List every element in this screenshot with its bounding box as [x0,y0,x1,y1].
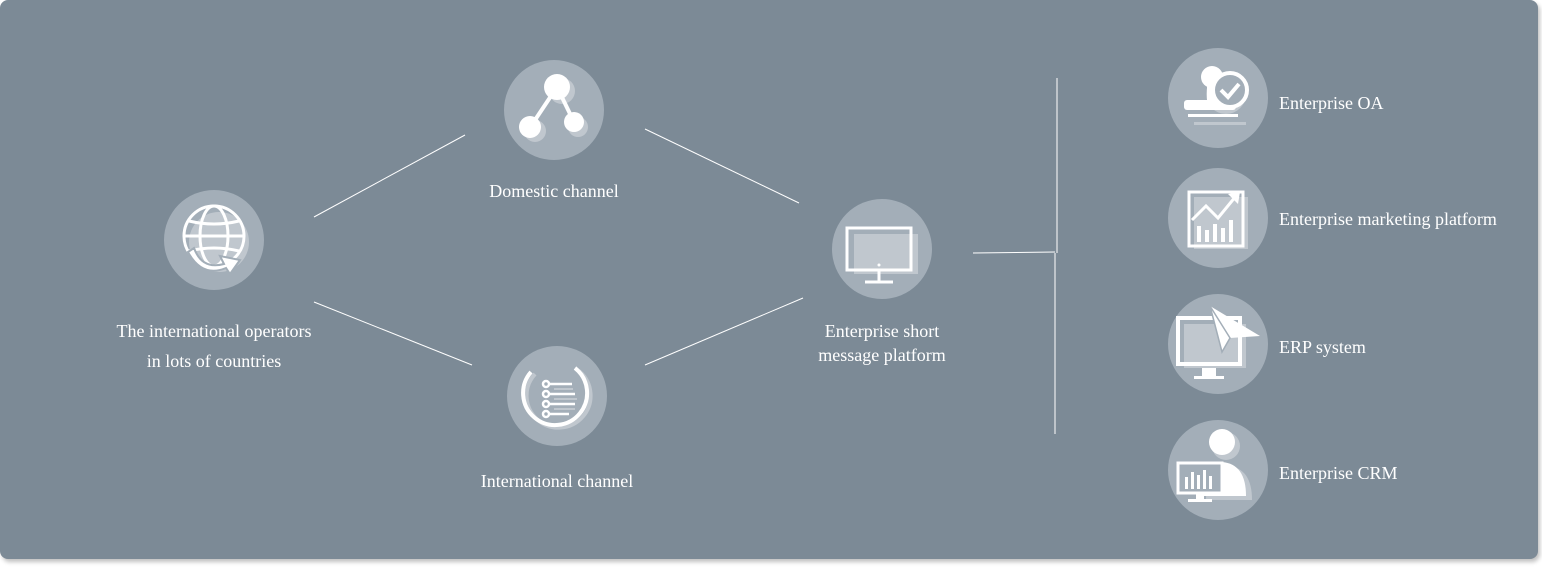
target-label-oa: Enterprise OA [1279,93,1384,113]
domestic-channel-label: Domestic channel [489,181,619,201]
share-nodes-icon [504,60,604,160]
source-label-line2: in lots of countries [146,351,282,371]
source-label-line1: The international operators [116,321,312,341]
globe-refresh-icon [164,190,264,290]
monitor-icon [832,199,932,299]
connector-domestic-platform [644,128,800,204]
user-dashboard-icon [1168,420,1268,520]
platform-label-line1: Enterprise short [824,321,940,341]
connector-source-international [313,301,473,366]
international-channel-label: International channel [480,471,634,491]
platform-label-line2: message platform [818,345,946,365]
connector-international-platform [644,297,804,366]
monitor-paper-plane-icon [1168,294,1268,394]
target-label-crm: Enterprise CRM [1279,463,1398,483]
approval-check-icon [1168,48,1268,148]
target-label-marketing: Enterprise marketing platform [1279,209,1497,229]
connector-platform-bus [972,251,1056,254]
growth-chart-icon [1168,168,1268,268]
connector-source-domestic [313,134,466,218]
target-label-erp: ERP system [1279,337,1366,357]
circuit-list-icon [507,346,607,446]
